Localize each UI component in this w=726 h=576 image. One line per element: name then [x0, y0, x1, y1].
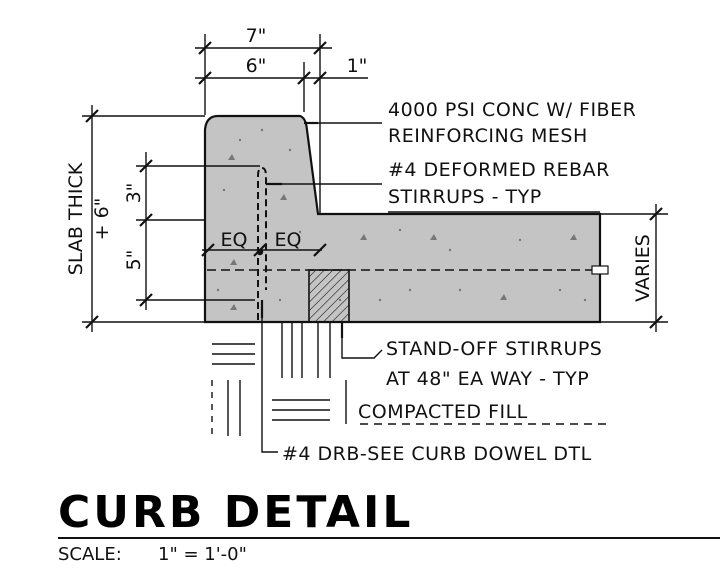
- scale-label: SCALE:: [58, 544, 122, 565]
- varies-dimension: [600, 204, 668, 332]
- dim-top-batter: 1": [347, 55, 368, 77]
- note-rebar-2: STIRRUPS - TYP: [388, 186, 542, 208]
- stand-off-block: [308, 269, 350, 323]
- note-compacted-fill: COMPACTED FILL: [358, 401, 528, 423]
- lower-leaders: [260, 300, 383, 453]
- note-standoff-2: AT 48" EA WAY - TYP: [386, 368, 589, 390]
- drawing-title: CURB DETAIL: [58, 487, 413, 538]
- dim-eq-left: EQ: [221, 229, 248, 251]
- dim-top-overall: 7": [246, 25, 267, 47]
- note-concrete-1: 4000 PSI CONC W/ FIBER: [388, 99, 636, 121]
- compacted-fill-symbol: [211, 322, 610, 436]
- note-dowel: #4 DRB-SEE CURB DOWEL DTL: [282, 443, 592, 465]
- note-rebar-1: #4 DEFORMED REBAR: [388, 159, 610, 181]
- dim-top-curb: 6": [246, 55, 267, 77]
- dim-left-height: 3": [123, 183, 145, 204]
- mesh-end-tick: [591, 265, 609, 275]
- concrete-aggregate-marks: [216, 128, 587, 310]
- dim-slab-plus: + 6": [91, 198, 113, 241]
- scale-value: 1" = 1'-0": [158, 544, 247, 565]
- note-standoff-1: STAND-OFF STIRRUPS: [386, 338, 602, 360]
- note-concrete-2: REINFORCING MESH: [388, 125, 588, 147]
- left-dimensions: [82, 105, 260, 332]
- dim-left-lower: 5": [123, 250, 145, 271]
- eq-dimensions: [201, 243, 327, 257]
- dim-slab-thick: SLAB THICK: [65, 162, 87, 275]
- upper-leaders: [266, 121, 600, 213]
- dim-varies: VARIES: [632, 234, 654, 302]
- rebar-stirrup: [257, 166, 267, 320]
- dim-eq-right: EQ: [275, 229, 302, 251]
